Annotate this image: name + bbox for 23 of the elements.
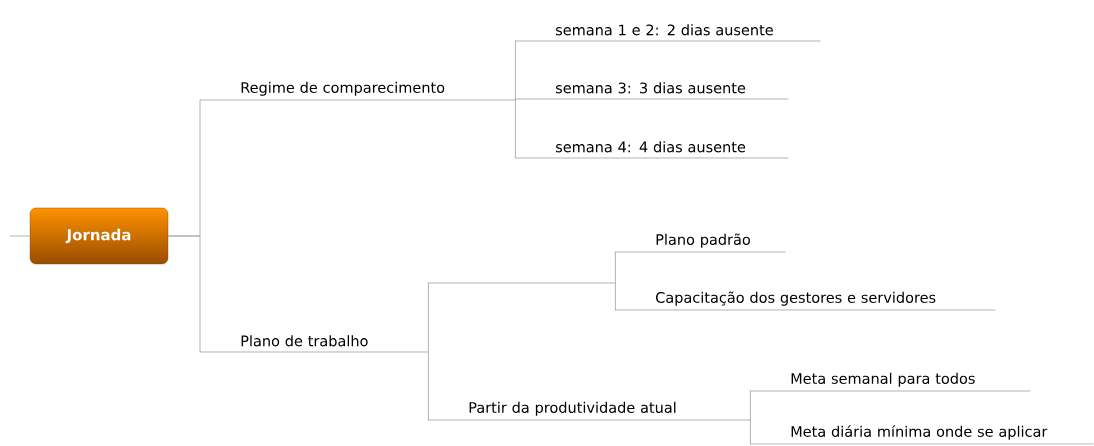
topic-label: Plano de trabalho (199, 335, 429, 353)
connector (167, 235, 201, 353)
topic-label: semana 4: 4 dias ausente (514, 141, 789, 159)
topic-label: Partir da produtividade atual (427, 401, 751, 421)
connector (427, 351, 429, 421)
connector (749, 419, 751, 445)
topic-label: semana 3: 3 dias ausente (514, 82, 789, 100)
topic-label: semana 1 e 2: 2 dias ausente (514, 24, 821, 42)
topic-label: Meta diária mínima onde se aplicar (749, 425, 1094, 445)
topic-label: Plano padrão (614, 233, 786, 253)
connector (514, 40, 516, 101)
topic-label: Regime de comparecimento (199, 81, 516, 101)
branch-line (427, 282, 616, 284)
connector (514, 99, 516, 159)
connector (9, 235, 31, 237)
topic-label: Meta semanal para todos (749, 372, 1031, 392)
topic-label: Capacitação dos gestores e servidores (614, 291, 996, 311)
connector (614, 282, 616, 311)
connector (749, 390, 751, 421)
topic-box: Jornada (29, 207, 169, 265)
connector (614, 251, 616, 284)
connector (427, 282, 429, 353)
connector (514, 98, 516, 101)
